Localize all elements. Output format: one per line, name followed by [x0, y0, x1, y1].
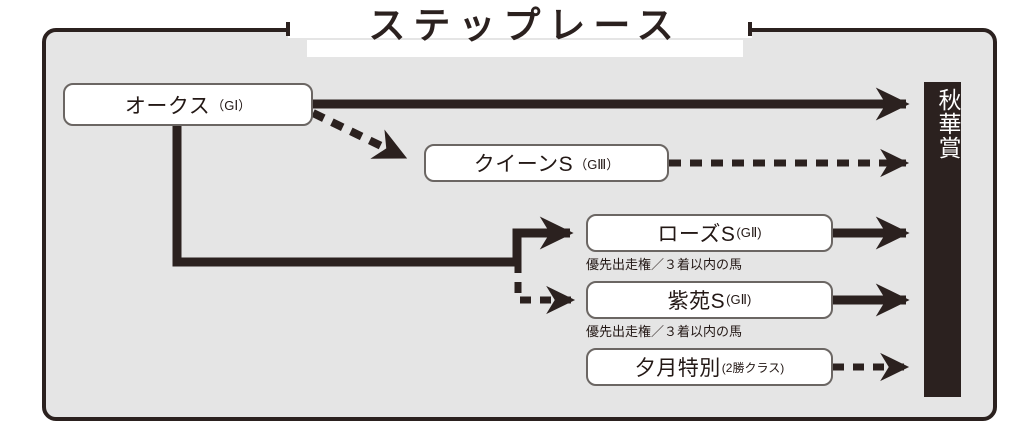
race-name-shion: 紫苑S	[667, 290, 726, 313]
race-name-yuduki: 夕月特別	[634, 357, 721, 380]
race-name-queen: クイーンS	[473, 153, 574, 176]
race-name-oaks: オークス	[124, 94, 211, 118]
race-box-shion[interactable]: 紫苑S (GⅡ)	[586, 281, 833, 319]
race-grade-yuduki: (2勝クラス)	[721, 360, 785, 375]
race-grade-shion: (GⅡ)	[726, 292, 752, 307]
goal-bar[interactable]: 秋華賞	[924, 82, 961, 397]
title-background-strip	[307, 40, 743, 57]
race-grade-oaks: （GⅠ）	[211, 98, 252, 113]
race-name-rose: ローズS	[657, 223, 736, 246]
race-box-yuduki[interactable]: 夕月特別 (2勝クラス)	[586, 348, 833, 386]
diagram-title: ステップレース	[368, 4, 682, 47]
note-rose: 優先出走権／３着以内の馬	[586, 257, 743, 272]
note-shion: 優先出走権／３着以内の馬	[586, 324, 743, 339]
goal-bar-label: 秋華賞	[935, 88, 961, 160]
race-box-rose[interactable]: ローズS (GⅡ)	[586, 214, 833, 252]
race-box-queen[interactable]: クイーンS （GⅢ）	[424, 144, 669, 182]
race-box-oaks[interactable]: オークス （GⅠ）	[63, 83, 313, 126]
frame-top-gap	[288, 20, 752, 38]
frame-top-tick-right	[748, 22, 752, 36]
race-grade-rose: (GⅡ)	[736, 225, 762, 240]
race-grade-queen: （GⅢ）	[574, 156, 620, 172]
frame-top-tick-left	[286, 22, 290, 36]
